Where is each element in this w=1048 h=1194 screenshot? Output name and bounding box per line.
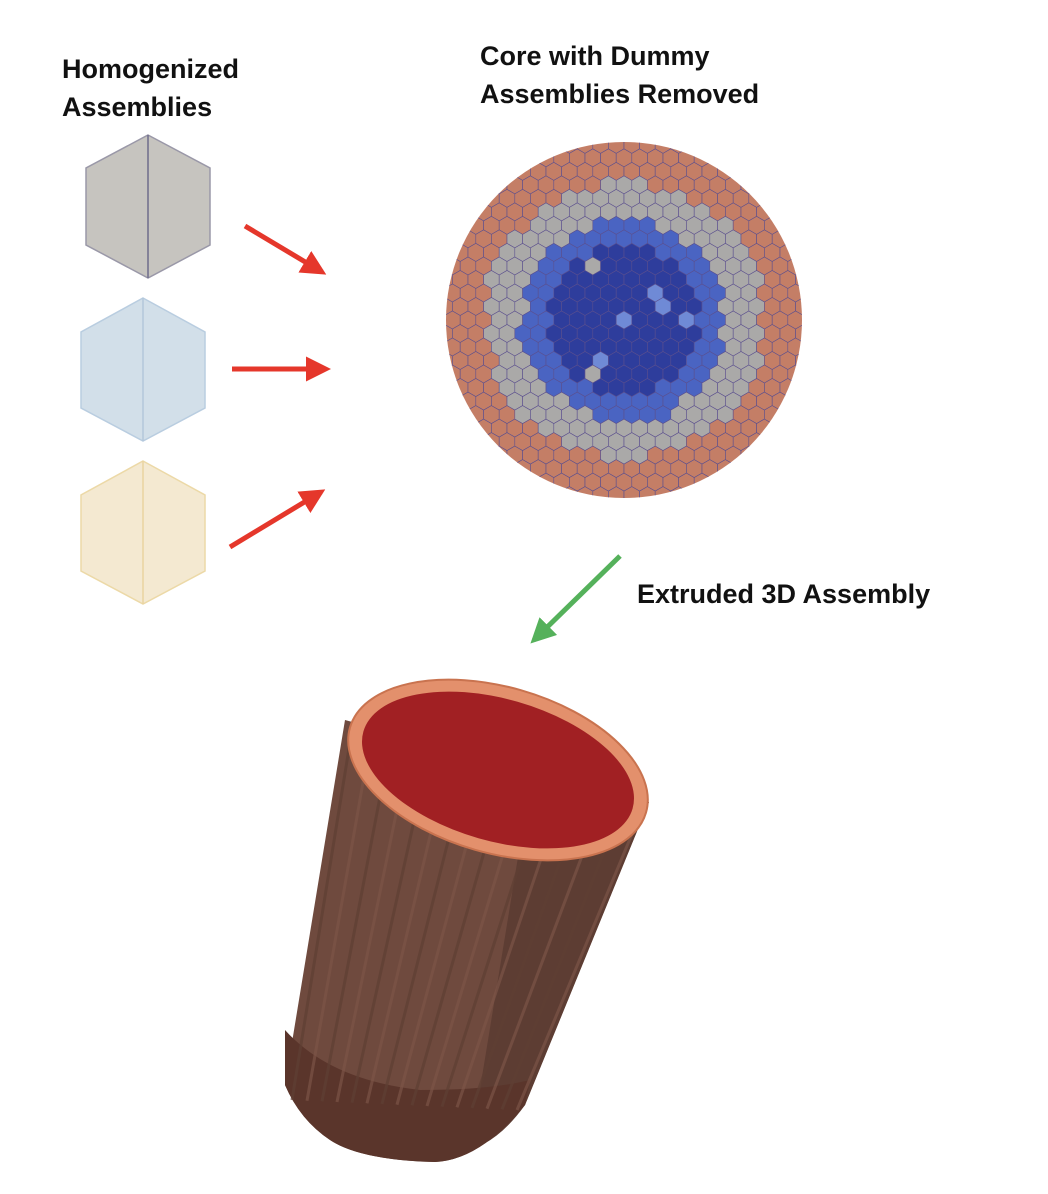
cylinder-stripe [515, 809, 644, 1111]
core-label-line-2: Assemblies Removed [480, 79, 760, 109]
cylinder-bottom-band [285, 1030, 530, 1162]
cylinder-stripe [320, 740, 393, 1102]
cylinder-stripe [290, 729, 354, 1101]
hexagon-gray-assembly [85, 134, 211, 279]
green-arrow [530, 554, 622, 644]
homogenized-label-line-1: Homogenized [62, 54, 240, 84]
cylinder-top-face [362, 691, 634, 849]
homogenized-assemblies-label: Homogenized Assemblies [62, 50, 239, 126]
hexagon-blue-assembly [80, 297, 206, 442]
cylinder-stripe [305, 735, 373, 1101]
core-dummy-removed-label: Core with Dummy Assemblies Removed [480, 37, 759, 113]
red-arrow-top [243, 223, 327, 275]
cylinder-stripe [500, 804, 625, 1110]
core-label-line-1: Core with Dummy [480, 41, 710, 71]
hexagon-yellow-assembly [80, 460, 206, 605]
core-hex-cell [795, 297, 802, 316]
extruded-cylinder [285, 678, 649, 1162]
core-hex-cell [795, 324, 802, 343]
red-arrow-bottom [228, 489, 326, 550]
homogenized-label-line-2: Assemblies [62, 92, 213, 122]
cylinder-side-shade [470, 802, 649, 1150]
core-hex-map [446, 142, 802, 498]
extruded-3d-assembly-label: Extruded 3D Assembly [637, 579, 931, 609]
